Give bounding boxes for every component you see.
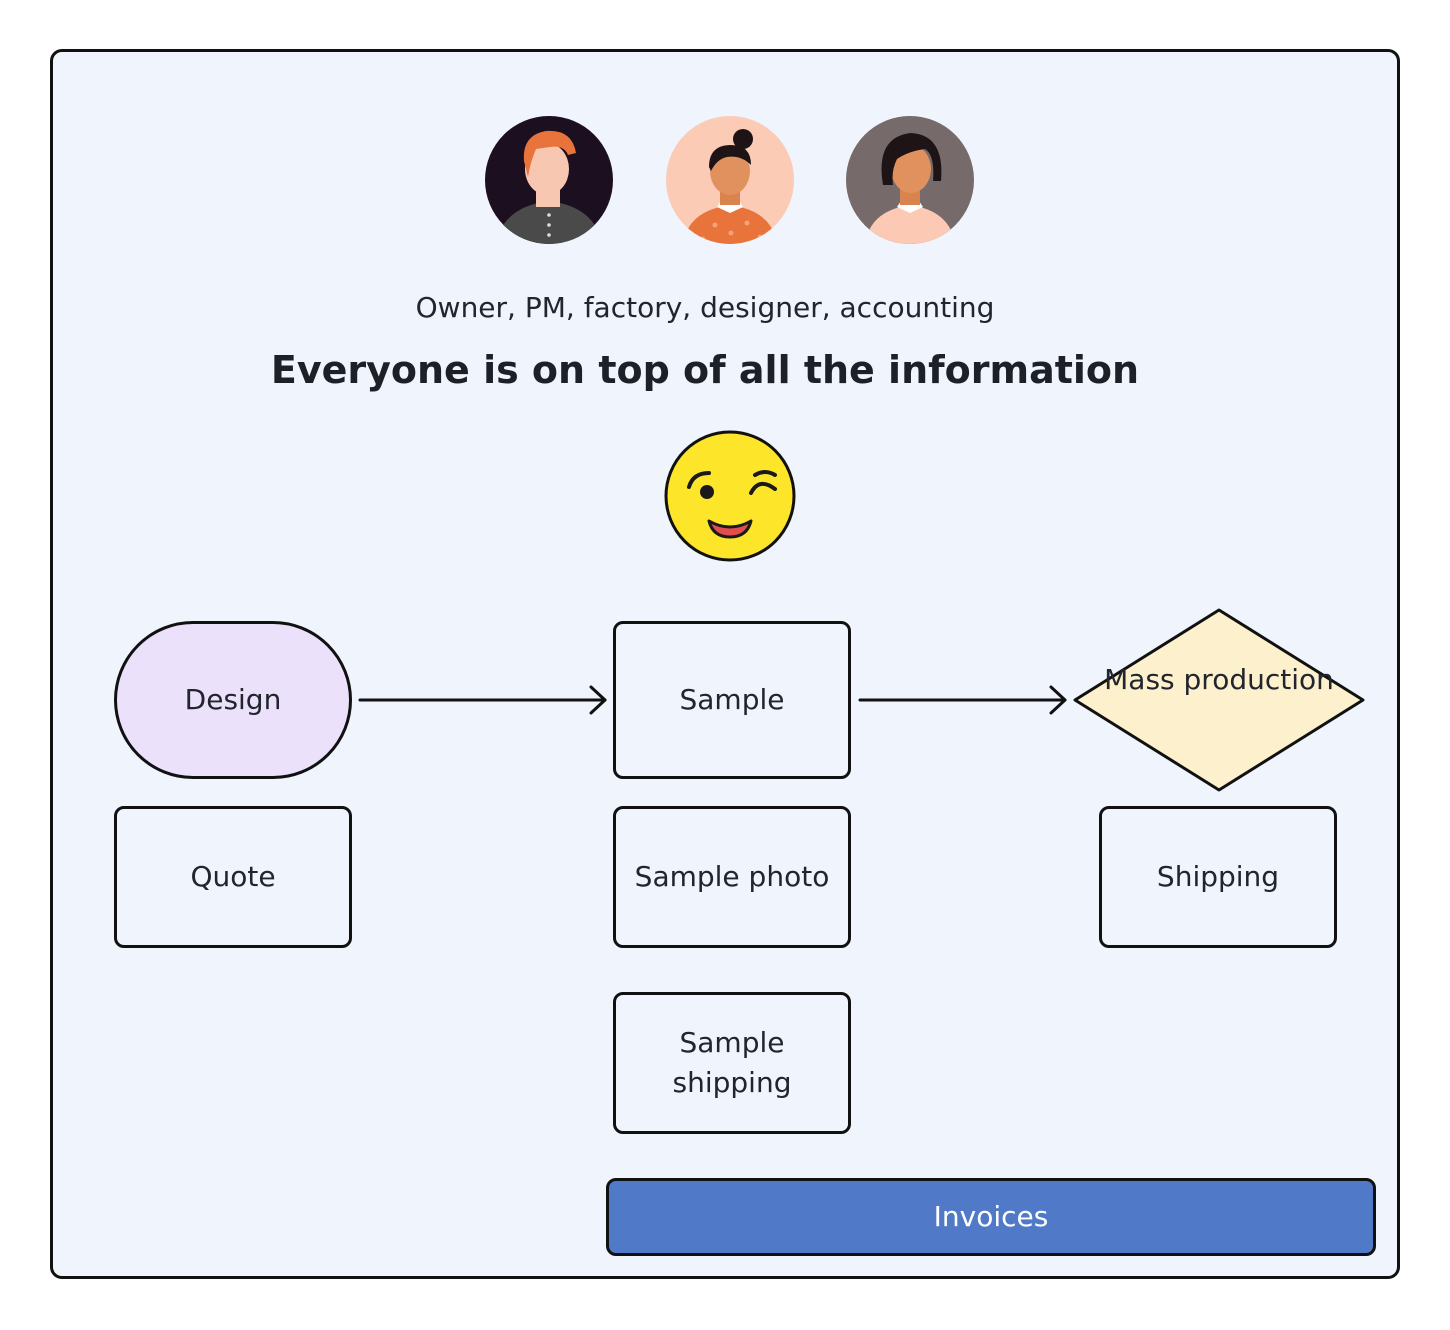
- sample-label: Sample: [679, 683, 785, 716]
- headline: Everyone is on top of all the informatio…: [270, 348, 1140, 392]
- winking-face-icon: [664, 430, 796, 562]
- sample-photo-label: Sample photo: [634, 860, 830, 893]
- shipping-label: Shipping: [1156, 860, 1280, 893]
- shipping-node: Shipping: [1099, 806, 1337, 948]
- quote-label: Quote: [190, 860, 276, 893]
- design-label: Design: [184, 683, 282, 716]
- avatar-man-orange-hair-icon: [485, 116, 613, 244]
- quote-node: Quote: [114, 806, 352, 948]
- roles-subtitle: Owner, PM, factory, designer, accounting: [415, 291, 995, 324]
- invoices-bar: Invoices: [606, 1178, 1376, 1256]
- sample-shipping-node: Sample shipping: [613, 992, 851, 1134]
- arrowhead-design-to-sample: [589, 685, 607, 715]
- mass-production-diamond: [1073, 608, 1365, 792]
- sample-shipping-label: Sample shipping: [672, 1026, 792, 1099]
- mass-production-label: Mass production: [1104, 663, 1334, 696]
- avatar-woman-bob-icon: [846, 116, 974, 244]
- avatar-woman-bun-icon: [666, 116, 794, 244]
- design-node: Design: [114, 621, 352, 779]
- invoices-label: Invoices: [933, 1200, 1049, 1233]
- sample-node: Sample: [613, 621, 851, 779]
- arrowhead-sample-to-mass-production: [1049, 685, 1067, 715]
- sample-photo-node: Sample photo: [613, 806, 851, 948]
